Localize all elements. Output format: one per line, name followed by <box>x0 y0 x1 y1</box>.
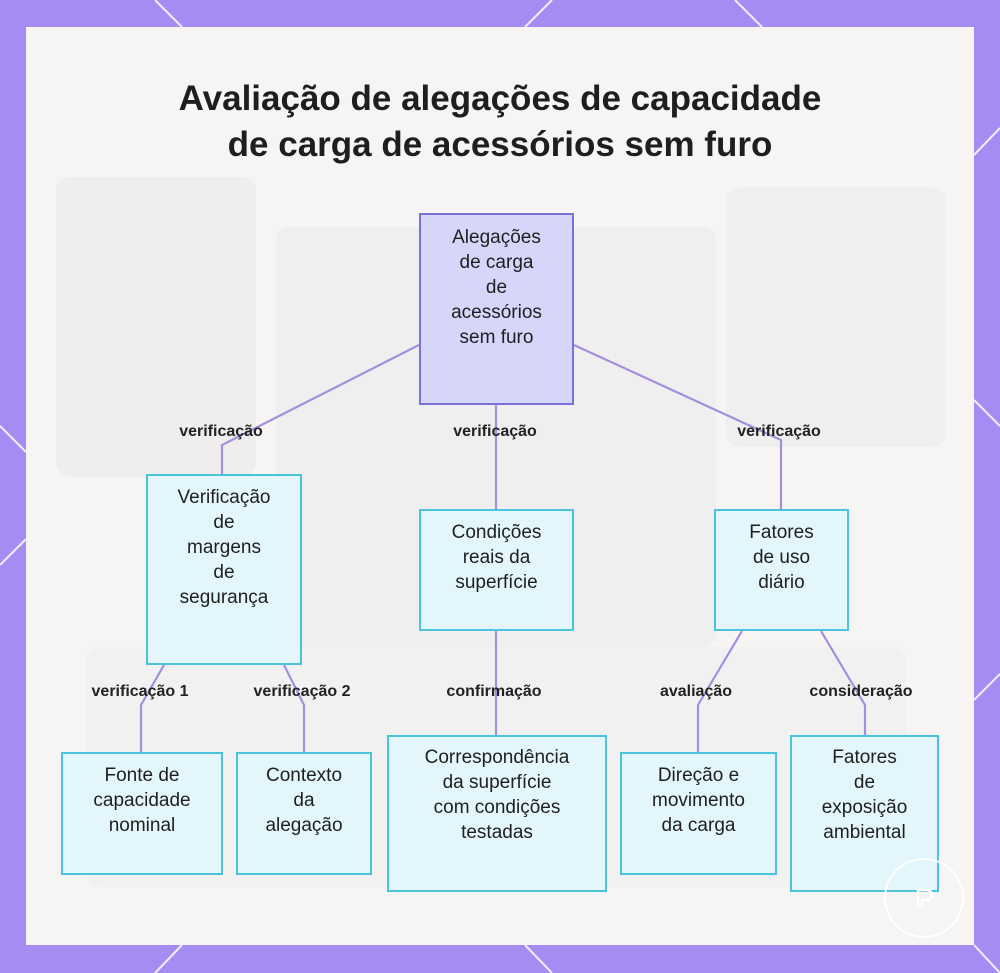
edge-label-daily-environment: consideração <box>809 682 912 702</box>
node-surface-conditions: Condições reais da superfície <box>419 509 574 631</box>
node-nominal-capacity: Fonte de capacidade nominal <box>61 752 223 875</box>
node-nominal-capacity-label: Fonte de capacidade nominal <box>93 763 190 838</box>
logo-badge-icon <box>884 858 964 938</box>
connector-safety-context <box>284 665 304 752</box>
edge-label-root-daily: verificação <box>737 422 821 442</box>
connector-safety-nominal <box>141 665 164 752</box>
node-claim-context: Contexto da alegação <box>236 752 372 875</box>
edge-label-root-surface: verificação <box>453 422 537 442</box>
connector-root-safety <box>222 345 419 474</box>
node-root: Alegações de carga de acessórios sem fur… <box>419 213 574 405</box>
node-daily-use: Fatores de uso diário <box>714 509 849 631</box>
node-environment-label: Fatores de exposição ambiental <box>822 745 908 845</box>
node-surface-match-label: Correspondência da superfície com condiç… <box>425 745 570 845</box>
node-root-label: Alegações de carga de acessórios sem fur… <box>451 225 542 350</box>
logo-mark-icon <box>909 883 939 913</box>
edge-label-safety-nominal: verificação 1 <box>92 682 189 702</box>
node-claim-context-label: Contexto da alegação <box>265 763 342 838</box>
node-surface-match: Correspondência da superfície com condiç… <box>387 735 607 892</box>
edge-label-root-safety: verificação <box>179 422 263 442</box>
node-load-direction: Direção e movimento da carga <box>620 752 777 875</box>
node-surface-conditions-label: Condições reais da superfície <box>452 520 542 595</box>
edge-label-surface-match: confirmação <box>446 682 541 702</box>
edge-label-safety-context: verificação 2 <box>254 682 351 702</box>
node-safety-margins: Verificação de margens de segurança <box>146 474 302 665</box>
node-safety-margins-label: Verificação de margens de segurança <box>178 485 271 610</box>
edge-label-daily-direction: avaliação <box>660 682 732 702</box>
node-daily-use-label: Fatores de uso diário <box>749 520 813 595</box>
node-load-direction-label: Direção e movimento da carga <box>652 763 745 838</box>
